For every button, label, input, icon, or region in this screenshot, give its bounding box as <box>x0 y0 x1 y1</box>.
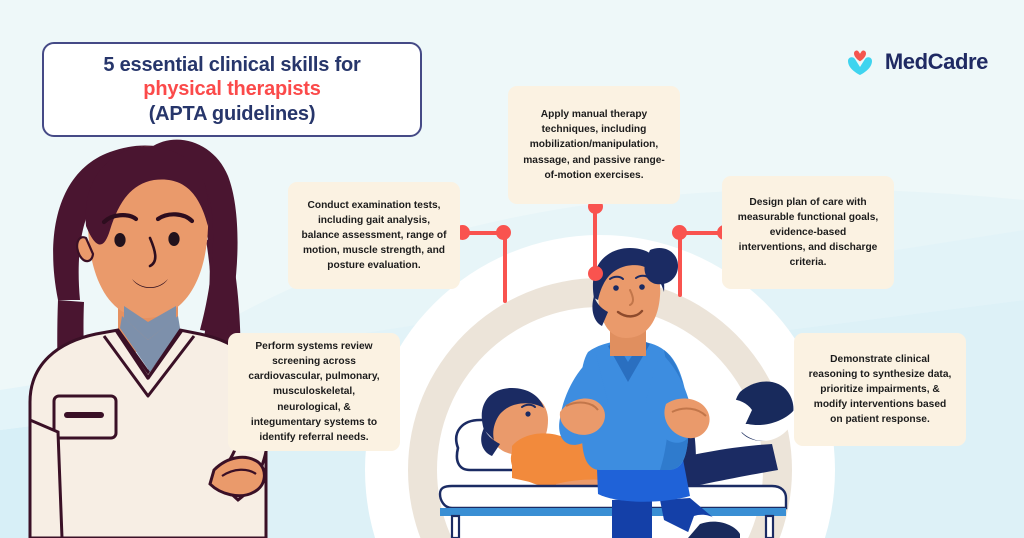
connector-dot <box>496 225 511 240</box>
callout-text: Demonstrate clinical reasoning to synthe… <box>808 353 952 426</box>
connector-line-v <box>503 231 507 303</box>
callout-plan-of-care[interactable]: Design plan of care with measurable func… <box>722 176 894 289</box>
connector-dot <box>672 225 687 240</box>
callout-examination[interactable]: Conduct examination tests, including gai… <box>288 182 460 289</box>
brand-name: MedCadre <box>884 49 989 74</box>
callout-clinical-reasoning[interactable]: Demonstrate clinical reasoning to synthe… <box>794 333 966 446</box>
callout-systems-review[interactable]: Perform systems review screening across … <box>228 333 400 451</box>
callout-manual-therapy[interactable]: Apply manual therapy techniques, includi… <box>508 86 680 204</box>
title-line-1: 5 essential clinical skills for <box>103 53 361 76</box>
connector-line-v <box>593 206 597 274</box>
callout-text: Design plan of care with measurable func… <box>737 196 879 269</box>
title-line-2: physical therapists <box>143 78 321 101</box>
brand-logo[interactable]: MedCadre <box>844 46 988 78</box>
title-line-3: (APTA guidelines) <box>148 102 316 125</box>
callout-text: Apply manual therapy techniques, includi… <box>523 109 665 181</box>
title-card: 5 essential clinical skills for physical… <box>42 42 422 137</box>
connector-line-h <box>682 231 726 235</box>
callout-text: Perform systems review screening across … <box>248 341 380 443</box>
callout-text: Conduct examination tests, including gai… <box>301 199 447 272</box>
connector-line-v <box>678 231 682 297</box>
connector-dot <box>588 266 603 281</box>
connector-line-h <box>463 231 509 235</box>
heart-hand-icon <box>844 46 876 78</box>
